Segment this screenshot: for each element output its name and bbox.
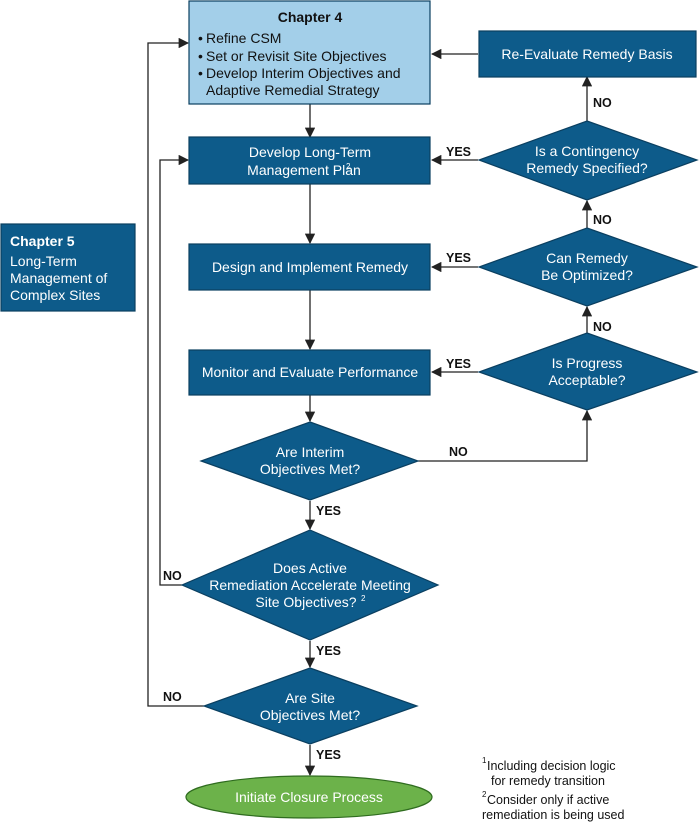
decision-contingency-line-2: Remedy Specified? [526, 160, 648, 176]
decision-contingency: Is a Contingency Remedy Specified? [477, 120, 699, 201]
decision-site-shape [202, 667, 419, 745]
re-evaluate-box-shape [478, 30, 697, 78]
decision-active-line-2: Remediation Accelerate Meeting [209, 577, 411, 593]
footnote-2-line-2: remediation is being used [482, 808, 624, 822]
no-label-progress: NO [593, 320, 612, 334]
bullet-dot: • [198, 65, 203, 81]
no-label-contingency: NO [593, 96, 612, 110]
decision-site: Are Site Objectives Met? [202, 667, 419, 745]
yes-label-site: YES [316, 748, 341, 762]
decision-active-superscript: 2 [361, 594, 366, 603]
decision-progress-shape [477, 332, 699, 411]
closure-terminal-label: Initiate Closure Process [235, 789, 383, 805]
design-implement-box-shape [188, 243, 431, 291]
decision-optimized-line-2: Be Optimized? [541, 267, 633, 283]
arrow-active-no-to-plan [159, 154, 190, 586]
chapter5-line-1: Long-Term [10, 253, 77, 269]
decision-progress: Is Progress Acceptable? [477, 332, 699, 411]
chapter5-line-3: Complex Sites [10, 287, 100, 303]
develop-plan-line-1: Develop Long-Term [249, 144, 371, 160]
develop-plan-box: Develop Long-Term Management Plan 2 [188, 136, 431, 185]
decision-interim-line-1: Are Interim [276, 444, 344, 460]
arrow-site-no-to-ch4 [147, 37, 204, 707]
footnote-1-line-1: Including decision logic [487, 759, 616, 773]
yes-label-contingency: YES [446, 145, 471, 159]
decision-progress-line-2: Acceptable? [548, 372, 625, 388]
footnote-2-mark: 2 [482, 790, 487, 799]
re-evaluate-label: Re-Evaluate Remedy Basis [501, 46, 672, 62]
decision-site-line-1: Are Site [285, 690, 335, 706]
decision-progress-line-1: Is Progress [552, 355, 623, 371]
re-evaluate-box: Re-Evaluate Remedy Basis [478, 30, 697, 78]
decision-optimized-shape [477, 227, 699, 307]
decision-interim-line-2: Objectives Met? [260, 461, 361, 477]
footnotes: 1 Including decision logic for remedy tr… [482, 756, 624, 822]
develop-plan-line-2: Management Plan [247, 162, 361, 178]
decision-optimized: Can Remedy Be Optimized? [477, 227, 699, 307]
decision-contingency-shape [477, 120, 699, 201]
develop-plan-box-shape [188, 136, 431, 185]
decision-site-line-2: Objectives Met? [260, 707, 361, 723]
chapter5-box: Chapter 5 Long-Term Management of Comple… [0, 223, 136, 312]
footnote-2-line-1: Consider only if active [487, 793, 609, 807]
footnote-1-mark: 1 [482, 756, 487, 765]
chapter4-bullet-3: Develop Interim Objectives and [206, 65, 401, 81]
chapter4-bullet-1: Refine CSM [206, 30, 281, 46]
no-label-optimized: NO [593, 213, 612, 227]
chapter4-bullet-3-cont: Adaptive Remedial Strategy [206, 82, 380, 98]
branch-labels: YES YES YES NO NO NO NO YES YES YES NO N… [163, 96, 612, 762]
yes-label-interim: YES [316, 504, 341, 518]
bullet-dot: • [198, 48, 203, 64]
no-label-active: NO [163, 569, 182, 583]
no-label-site: NO [163, 690, 182, 704]
bullet-dot: • [198, 30, 203, 46]
chapter5-title: Chapter 5 [10, 233, 75, 249]
decision-interim: Are Interim Objectives Met? [199, 421, 420, 501]
decision-active-line-1: Does Active [273, 560, 347, 576]
decision-interim-shape [199, 421, 420, 501]
design-implement-label: Design and Implement Remedy [212, 259, 408, 275]
yes-label-active: YES [316, 644, 341, 658]
closure-terminal: Initiate Closure Process [185, 775, 433, 819]
decision-active-shape [180, 529, 440, 641]
decision-active-line-3: Site Objectives? [255, 594, 356, 610]
chapter4-box-shape [188, 0, 431, 105]
chapter4-box: Chapter 4 • Refine CSM • Set or Revisit … [188, 0, 431, 105]
yes-label-optimized: YES [446, 251, 471, 265]
chapter4-title: Chapter 4 [278, 9, 343, 25]
decision-active: Does Active Remediation Accelerate Meeti… [180, 529, 440, 641]
footnote-1-line-2: for remedy transition [491, 774, 605, 788]
no-label-interim: NO [449, 445, 468, 459]
decision-optimized-line-1: Can Remedy [546, 250, 628, 266]
design-implement-box: Design and Implement Remedy [188, 243, 431, 291]
chapter4-bullet-2: Set or Revisit Site Objectives [206, 48, 387, 64]
monitor-evaluate-label: Monitor and Evaluate Performance [202, 364, 419, 380]
monitor-evaluate-box: Monitor and Evaluate Performance [188, 349, 431, 396]
chapter5-line-2: Management of [10, 270, 107, 286]
decision-contingency-line-1: Is a Contingency [535, 143, 639, 159]
monitor-evaluate-box-shape [188, 349, 431, 396]
arrow-interim-no-to-progress [418, 409, 593, 462]
closure-terminal-shape [185, 775, 433, 819]
develop-plan-superscript: 2 [346, 162, 351, 171]
yes-label-progress: YES [446, 357, 471, 371]
chapter5-box-shape [0, 223, 136, 312]
connectors [147, 37, 593, 777]
